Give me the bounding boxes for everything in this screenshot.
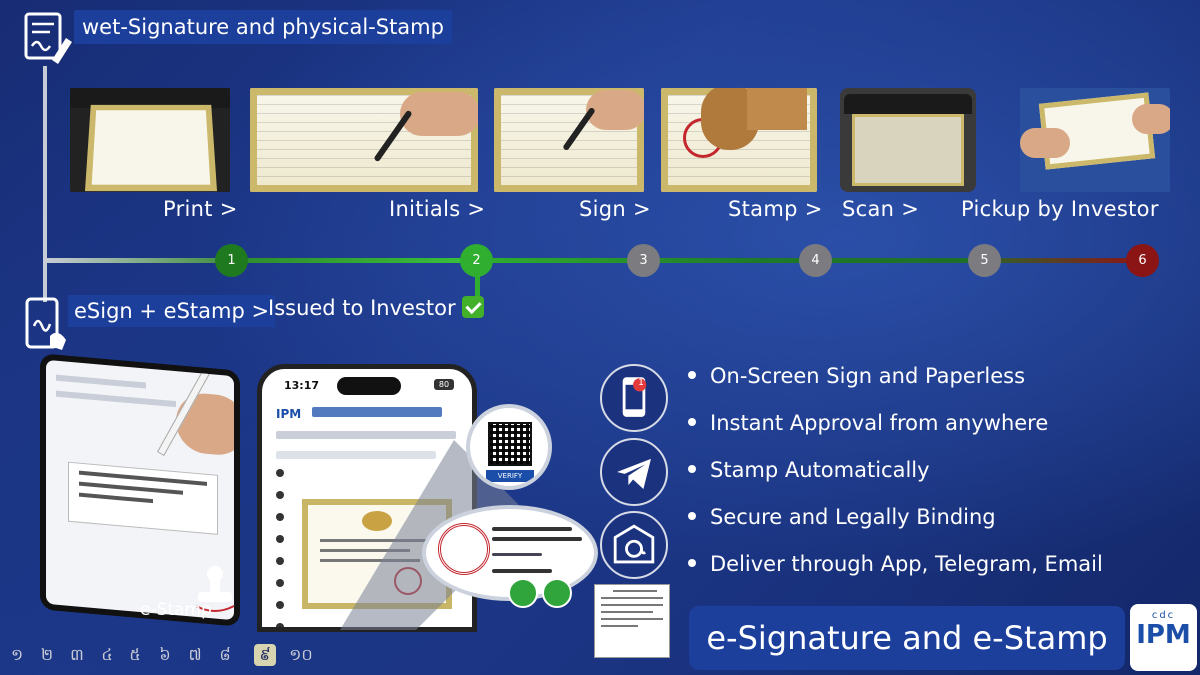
esign-estamp-badges: [508, 578, 574, 612]
timeline-track: [231, 258, 478, 263]
timeline-node-2: 2: [460, 244, 493, 277]
e-signature-banner: e-Signature and e-Stamp: [689, 606, 1125, 670]
pickup-photo: [1020, 88, 1170, 192]
estamp-icon: [195, 566, 235, 612]
tablet-document: [68, 461, 218, 535]
benefit-item: Stamp Automatically: [688, 456, 1103, 503]
cdc-ipm-logo: cdc IPM: [1130, 604, 1197, 671]
app-badge-count: 1: [638, 378, 644, 388]
issued-to-investor: Issued to Investor: [268, 296, 484, 320]
benefit-list: On-Screen Sign and Paperless Instant App…: [688, 362, 1103, 597]
qr-code-icon: [488, 422, 532, 466]
timeline-node-1: 1: [215, 244, 248, 277]
pager-item-3[interactable]: ៣: [70, 645, 84, 664]
red-seal-icon: [438, 523, 490, 575]
qr-verify-zoom: VERIFY: [466, 404, 552, 490]
esign-badge-icon: [508, 578, 538, 608]
email-icon: [600, 511, 668, 579]
timeline-node-6: 6: [1126, 244, 1159, 277]
logo-ipm-text: IPM: [1136, 620, 1191, 650]
telegram-icon: [600, 438, 668, 506]
timeline-node-3: 3: [627, 244, 660, 277]
estamp-badge-icon: [542, 578, 572, 608]
tablet-sign-icon: [25, 297, 66, 350]
initials-photo: [250, 88, 478, 192]
scan-photo: [840, 88, 976, 192]
wet-signature-title: wet-Signature and physical-Stamp: [74, 10, 452, 44]
pager-item-9[interactable]: ៩: [254, 644, 276, 666]
pager-item-10[interactable]: ១០: [289, 645, 313, 664]
benefit-item: Instant Approval from anywhere: [688, 409, 1103, 456]
timeline-node-5: 5: [968, 244, 1001, 277]
issued-label: Issued to Investor: [268, 296, 456, 320]
pager-item-2[interactable]: ២: [40, 645, 54, 664]
benefit-item: Deliver through App, Telegram, Email: [688, 550, 1103, 597]
timeline-track: [1000, 258, 1142, 263]
timeline-track: [478, 258, 1038, 263]
step-label-pickup: Pickup by Investor: [961, 197, 1159, 221]
step-label-sign: Sign >: [579, 197, 651, 221]
esign-estamp-title: eSign + eStamp >: [68, 295, 276, 327]
battery-icon: 80: [434, 379, 454, 390]
print-photo: [70, 88, 230, 192]
step-label-print: Print >: [163, 197, 238, 221]
pager-item-1[interactable]: ១: [10, 645, 24, 664]
timeline-node-4: 4: [799, 244, 832, 277]
pager-item-4[interactable]: ៤: [101, 645, 113, 664]
sign-photo: [494, 88, 644, 192]
check-mark-icon: [461, 296, 484, 318]
step-label-stamp: Stamp >: [728, 197, 823, 221]
phone-time: 13:17: [284, 379, 320, 392]
delivered-document-thumb: [594, 584, 670, 658]
step-sidebar: [272, 469, 290, 627]
logo-cdc-text: cdc: [1151, 610, 1176, 621]
benefit-item: Secure and Legally Binding: [688, 503, 1103, 550]
breadcrumb: [276, 431, 456, 439]
timeline-track: [45, 258, 231, 263]
app-brand: IPM: [276, 407, 302, 421]
app-title-bar: [312, 407, 442, 417]
stamp-photo: [661, 88, 817, 192]
step-label-initials: Initials >: [389, 197, 486, 221]
verify-badge: VERIFY: [486, 470, 534, 482]
dynamic-island: [337, 377, 401, 395]
signature-form-icon: [24, 12, 72, 64]
estamp-label: e-Stamp: [140, 600, 212, 620]
benefit-item: On-Screen Sign and Paperless: [688, 362, 1103, 409]
pager-item-6[interactable]: ៦: [159, 645, 171, 664]
mobile-app-icon: [600, 364, 668, 432]
step-label-scan: Scan >: [842, 197, 920, 221]
pager-item-8[interactable]: ៨: [219, 645, 231, 664]
pager-item-5[interactable]: ៥: [129, 645, 141, 664]
flow-connector: [43, 66, 47, 302]
pager-item-7[interactable]: ៧: [188, 645, 202, 664]
issued-branch-line: [475, 262, 480, 310]
